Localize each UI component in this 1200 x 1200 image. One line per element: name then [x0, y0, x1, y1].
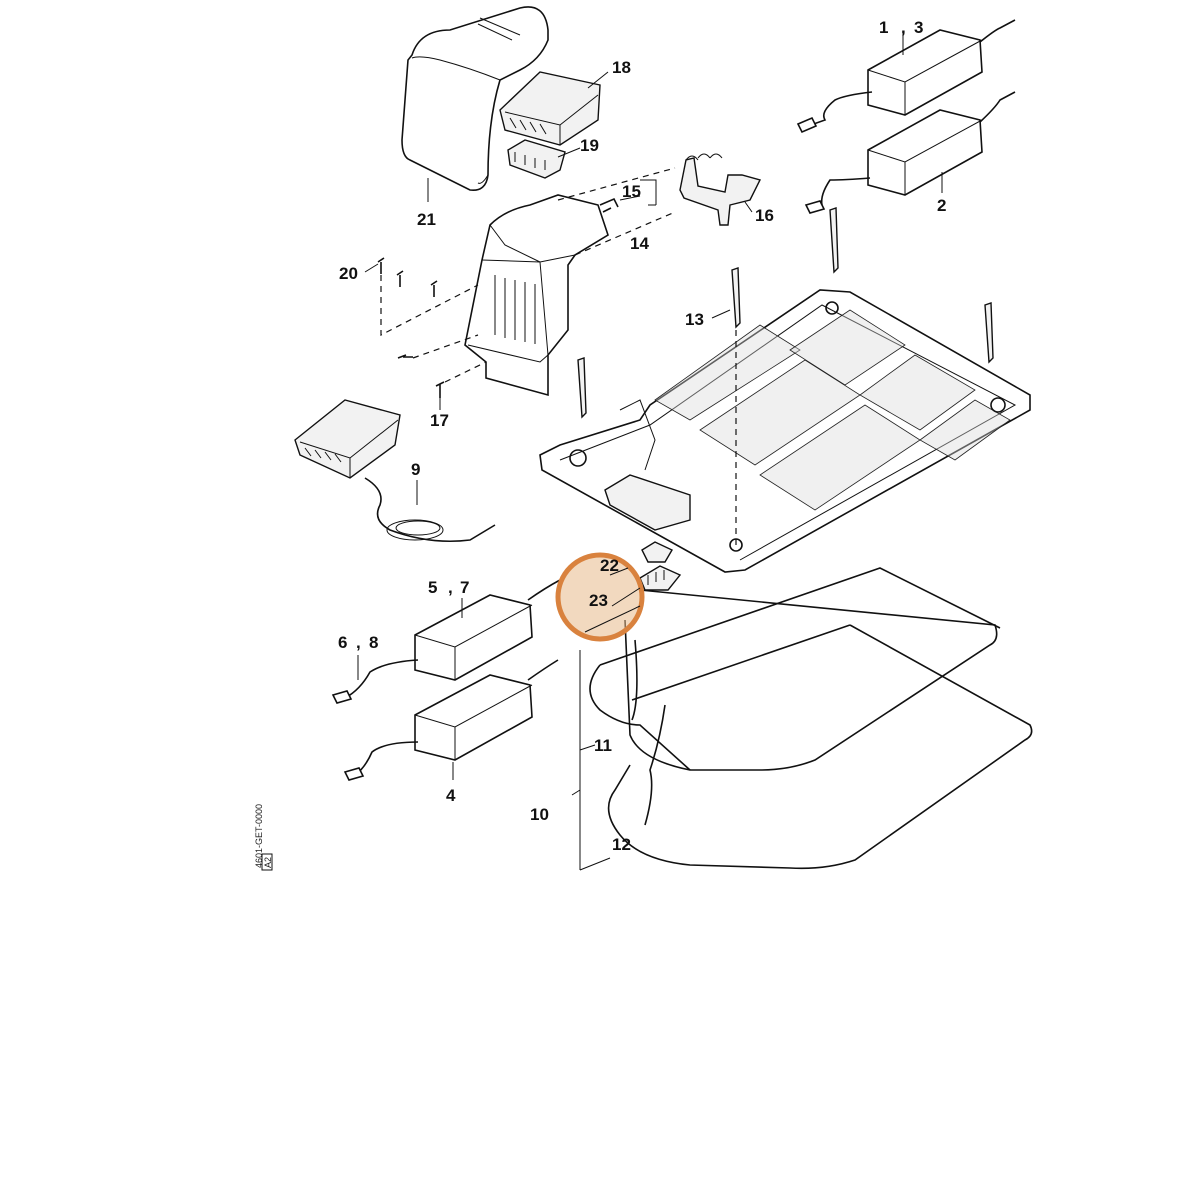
- connector-part-23[interactable]: [639, 565, 682, 591]
- label-part-16: 16: [755, 206, 774, 225]
- boundary-wire-part-12[interactable]: [589, 567, 1033, 870]
- label-part-1: 1: [879, 18, 888, 37]
- label-part-17: 17: [430, 411, 449, 430]
- label-part-2: 2: [937, 196, 946, 215]
- label-part-13: 13: [685, 310, 704, 329]
- label-part-11: 11: [594, 736, 612, 755]
- drawing-code-suffix: A2: [263, 857, 273, 868]
- screw-part-17[interactable]: [435, 381, 445, 398]
- label-part-19: 19: [580, 136, 599, 155]
- label-part-1-3-separator: ,: [901, 18, 906, 37]
- connector-part-22[interactable]: [641, 541, 673, 563]
- label-part-23[interactable]: 23: [589, 591, 608, 610]
- power-supply-part-4[interactable]: [343, 659, 559, 781]
- label-part-8: 8: [369, 633, 378, 652]
- label-part-20: 20: [339, 264, 358, 283]
- label-part-12: 12: [612, 835, 631, 854]
- highlight-part-23: [555, 552, 645, 642]
- drawing-code-text: 4601-GET-0000: [254, 804, 264, 868]
- power-supply-part-5-7[interactable]: [331, 579, 561, 704]
- label-part-9: 9: [411, 460, 420, 479]
- label-part-15: 15: [622, 182, 641, 201]
- label-part-18: 18: [612, 58, 631, 77]
- label-part-4: 4: [446, 786, 456, 805]
- ground-peg: [577, 207, 994, 419]
- base-housing[interactable]: [464, 194, 609, 397]
- power-supply-part-2[interactable]: [804, 91, 1016, 214]
- label-part-6: 6: [338, 633, 347, 652]
- label-part-21: 21: [417, 210, 436, 229]
- controller-board-part-9[interactable]: [294, 399, 496, 542]
- label-part-7: 7: [460, 578, 469, 597]
- label-part-10: 10: [530, 805, 549, 824]
- label-part-3: 3: [914, 18, 923, 37]
- power-supply-part-1-3[interactable]: [796, 19, 1016, 134]
- label-part-5: 5: [428, 578, 437, 597]
- clip-part-15[interactable]: [599, 197, 619, 213]
- connector-part-19[interactable]: [507, 139, 566, 179]
- label-part-5-7-separator: ,: [448, 578, 453, 597]
- bracket-part-16[interactable]: [679, 153, 762, 226]
- label-part-6-8-separator: ,: [356, 633, 361, 652]
- cover-part-21[interactable]: [401, 6, 549, 192]
- pcb-part-18[interactable]: [499, 71, 601, 146]
- screws-part-20[interactable]: [377, 257, 438, 359]
- docking-plate[interactable]: [539, 289, 1031, 573]
- label-part-22: 22: [600, 556, 619, 575]
- drawing-code: 4601-GET-0000 A2: [254, 804, 273, 871]
- label-part-14: 14: [630, 234, 649, 253]
